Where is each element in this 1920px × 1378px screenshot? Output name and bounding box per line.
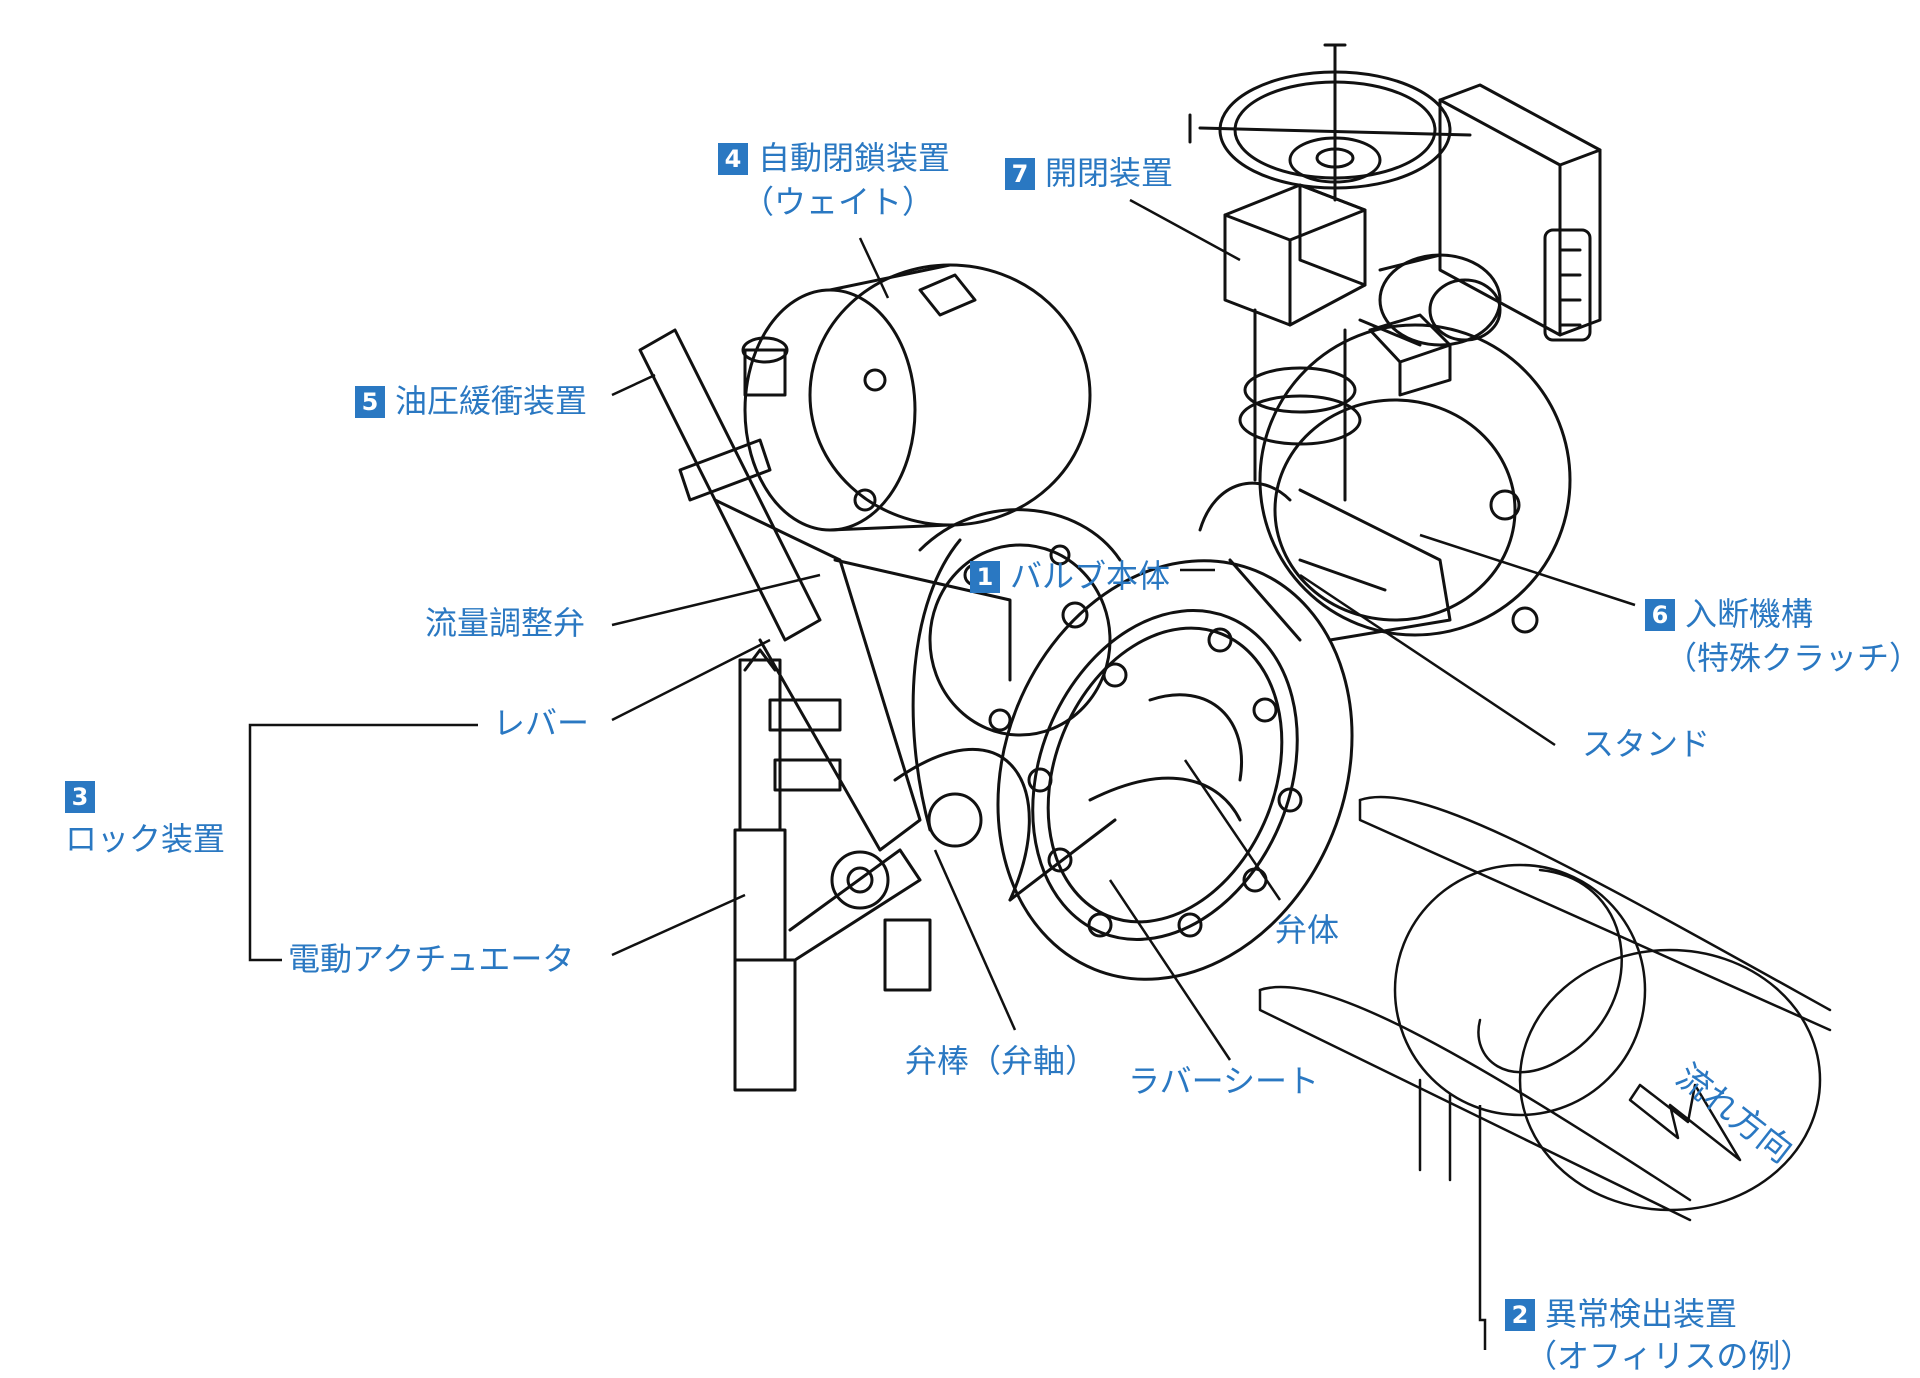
- number-badge: 4: [718, 143, 748, 175]
- label-detector-sub: （オフィリスの例）: [1525, 1337, 1813, 1375]
- label-cutoff-sub: （特殊クラッチ）: [1665, 639, 1920, 677]
- label-auto-close-sub: （ウェイト）: [742, 183, 935, 221]
- label-stem: 弁棒（弁軸）: [905, 1042, 1098, 1080]
- leader-lines: [248, 198, 1636, 1350]
- label-lock: 3: [65, 780, 105, 813]
- number-badge: 1: [970, 561, 1000, 593]
- number-badge: 6: [1645, 599, 1675, 631]
- number-badge: 3: [65, 781, 95, 813]
- label-rubber-seat: ラバーシート: [1128, 1062, 1320, 1100]
- number-badge: 2: [1505, 1299, 1535, 1331]
- front-flange-drawing: [996, 559, 1354, 981]
- label-stand: スタンド: [1582, 725, 1711, 763]
- lever-assembly-drawing: [638, 328, 1031, 1092]
- weight-drum-drawing: [743, 263, 1092, 532]
- label-flow-valve: 流量調整弁: [425, 604, 586, 642]
- handwheel-drawing: [1188, 43, 1602, 502]
- detector-pipe-drawing: [1258, 795, 1832, 1222]
- label-lock-text: ロック装置: [65, 820, 226, 858]
- number-badge: 5: [355, 386, 385, 418]
- label-lever: レバー: [493, 704, 590, 742]
- stand-drawing: [1198, 323, 1572, 642]
- label-disc: 弁体: [1275, 911, 1340, 949]
- flow-arrow-drawing: [1628, 1083, 1742, 1162]
- number-badge: 7: [1005, 158, 1035, 190]
- label-actuator: 電動アクチュエータ: [288, 940, 575, 978]
